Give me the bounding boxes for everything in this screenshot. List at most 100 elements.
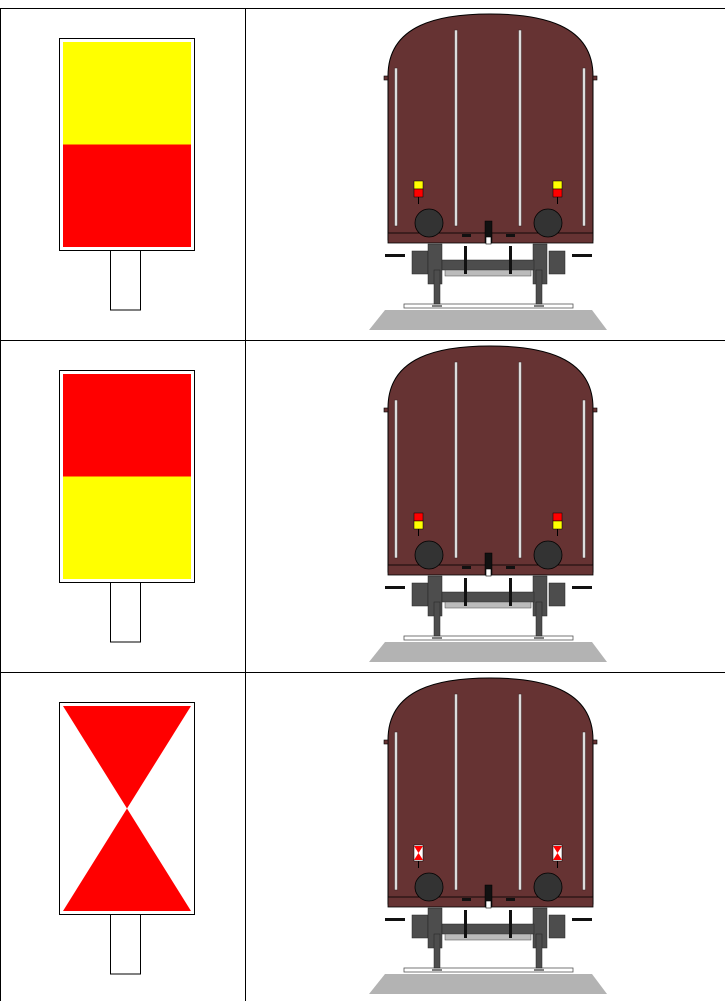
sign-top-panel: [63, 42, 191, 145]
brake-rod-left: [464, 246, 467, 274]
tail-lamp-bottom-1: [414, 521, 423, 529]
axle-box-right: [549, 915, 565, 938]
coupling-link: [486, 901, 491, 908]
wheel-right: [536, 934, 542, 968]
side-step-right: [572, 254, 592, 257]
wagon-ledge-right: [593, 740, 597, 744]
axle-box-right: [549, 583, 565, 606]
sign-bottom-panel: [63, 477, 191, 580]
buffer-1: [415, 209, 443, 237]
tail-lamp-bottom-1: [414, 189, 423, 197]
wagon-ledge-right: [593, 76, 597, 80]
sign-post: [111, 582, 141, 642]
wagon-stake-2: [455, 694, 458, 890]
freight-wagon-rear-icon: [246, 340, 725, 672]
axle: [445, 602, 531, 608]
brake-lever-1: [462, 234, 471, 237]
brake-lever-1: [462, 566, 471, 569]
wagon-ledge-left: [384, 76, 388, 80]
table-row-3: [0, 672, 245, 1001]
side-step-right: [572, 586, 592, 589]
track-ballast: [369, 642, 607, 662]
brake-lever-1: [462, 898, 471, 901]
wagon-body: [388, 14, 593, 240]
wagon-stake-4: [583, 732, 586, 890]
freight-wagon-rear-icon: [246, 672, 725, 1001]
wagon-stake-4: [583, 68, 586, 226]
brake-rod-right: [509, 910, 512, 938]
axle: [445, 934, 531, 940]
axle-box-left: [412, 251, 428, 274]
tail-lamp-top-1: [414, 181, 423, 189]
table-row-2-wagon: [246, 340, 725, 672]
wagon-stake-2: [455, 30, 458, 226]
sign-bottom-panel: [63, 145, 191, 248]
signal-board-icon: [0, 340, 245, 672]
buffer-1: [415, 541, 443, 569]
tail-lamp-top-1: [414, 513, 423, 521]
wagon-stake-1: [395, 400, 398, 558]
wagon-stake-2: [455, 362, 458, 558]
table-row-1-wagon: [246, 8, 725, 340]
side-step-right: [572, 918, 592, 921]
sign-post: [111, 250, 141, 310]
wagon-stake-3: [519, 694, 522, 890]
brake-lever-2: [506, 234, 515, 237]
wagon-stake-1: [395, 68, 398, 226]
axle: [445, 270, 531, 276]
table-row-1: [0, 8, 245, 340]
sign-post: [111, 914, 141, 974]
wheel-right: [536, 602, 542, 636]
axle-beam: [442, 592, 534, 602]
brake-rod-left: [464, 578, 467, 606]
axle-box-right: [549, 251, 565, 274]
coupling-link: [486, 569, 491, 576]
brake-lever-2: [506, 898, 515, 901]
rail-beam: [404, 636, 573, 640]
axle-box-left: [412, 583, 428, 606]
wagon-stake-3: [519, 362, 522, 558]
wagon-ledge-right: [593, 408, 597, 412]
track-ballast: [369, 974, 607, 994]
rail-beam: [404, 304, 573, 308]
wagon-stake-3: [519, 30, 522, 226]
buffer-2: [534, 209, 562, 237]
table-row-2: [0, 340, 245, 672]
buffer-1: [415, 873, 443, 901]
wagon-stake-4: [583, 400, 586, 558]
axle-beam: [442, 924, 534, 934]
side-step-left: [385, 254, 405, 257]
wheel-left: [434, 934, 440, 968]
tail-lamp-bottom-2: [553, 521, 562, 529]
axle-beam: [442, 260, 534, 270]
wheel-right: [536, 270, 542, 304]
tail-lamp-top-2: [553, 181, 562, 189]
signal-board-icon: [0, 8, 245, 340]
side-step-left: [385, 586, 405, 589]
wagon-stake-1: [395, 732, 398, 890]
wheel-left: [434, 602, 440, 636]
coupling-link: [486, 237, 491, 244]
track-ballast: [369, 310, 607, 330]
rail-beam: [404, 968, 573, 972]
freight-wagon-rear-icon: [246, 8, 725, 340]
table-row-3-wagon: [246, 672, 725, 1001]
wagon-ledge-left: [384, 408, 388, 412]
wagon-body: [388, 346, 593, 572]
brake-rod-right: [509, 578, 512, 606]
brake-rod-right: [509, 246, 512, 274]
side-step-left: [385, 918, 405, 921]
signal-board-icon: [0, 672, 245, 1001]
wagon-body: [388, 678, 593, 904]
buffer-2: [534, 873, 562, 901]
brake-rod-left: [464, 910, 467, 938]
wheel-left: [434, 270, 440, 304]
wagon-ledge-left: [384, 740, 388, 744]
tail-lamp-top-2: [553, 513, 562, 521]
tail-lamp-bottom-2: [553, 189, 562, 197]
buffer-2: [534, 541, 562, 569]
axle-box-left: [412, 915, 428, 938]
sign-top-panel: [63, 374, 191, 477]
brake-lever-2: [506, 566, 515, 569]
